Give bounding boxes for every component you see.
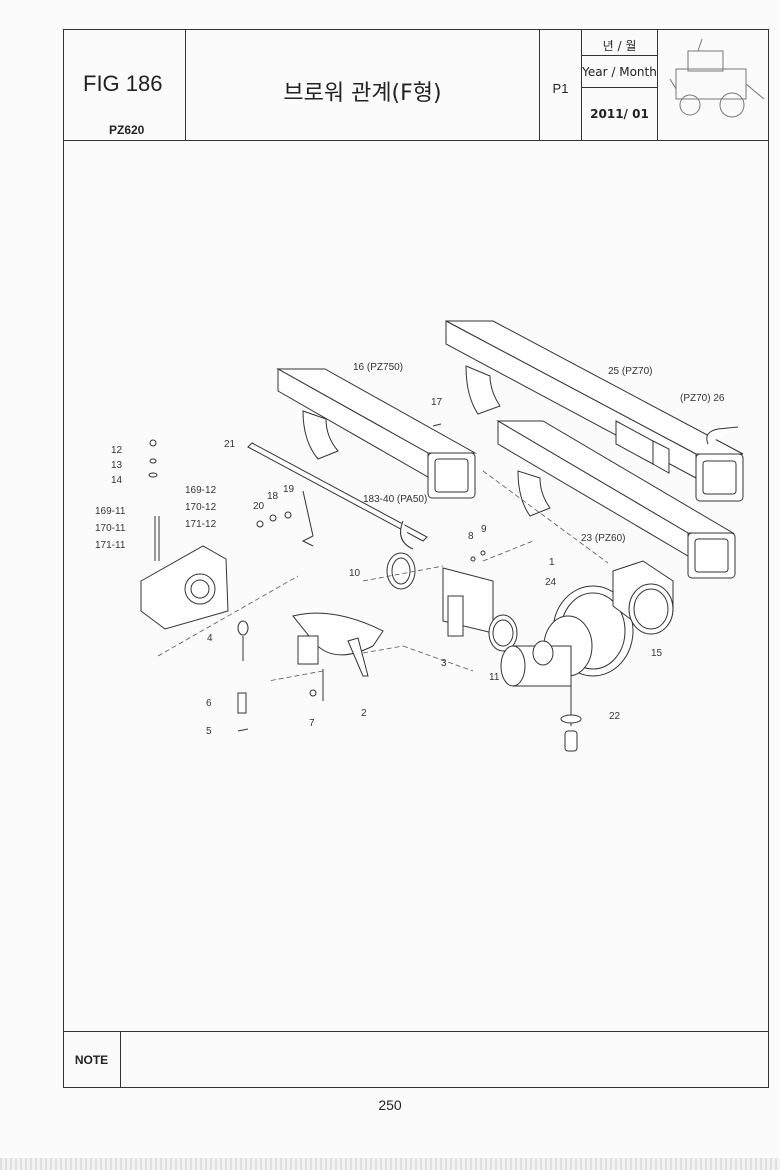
callout-170-12: 170-12 [185, 502, 217, 513]
exploded-parts-diagram: 16 (PZ750) 17 25 (PZ70) (PZ70) 26 21 12 … [63, 141, 769, 1031]
callout-24: 24 [545, 577, 557, 588]
callout-9: 9 [481, 524, 487, 535]
figure-number: FIG 186 [83, 71, 163, 96]
bolt-7 [309, 689, 317, 697]
page-label-cell: P1 [540, 29, 582, 140]
duct-16 [276, 368, 477, 499]
callout-1: 1 [549, 557, 555, 568]
page-label: P1 [552, 81, 569, 96]
clip-4 [237, 620, 249, 636]
callout-2: 2 [361, 708, 367, 719]
callout-17: 17 [431, 397, 443, 408]
callout-5: 5 [206, 726, 212, 737]
callout-19: 19 [283, 484, 295, 495]
fig-cell: FIG 186 PZ620 [63, 29, 186, 140]
callout-6: 6 [206, 698, 212, 709]
date-cell: 년 / 월 Year / Month 2011/ 01 [582, 29, 658, 140]
title-cell: 브로워 관계(F형) [186, 29, 540, 140]
callout-16: 16 (PZ750) [353, 362, 403, 373]
year-month-en: Year / Month [582, 65, 657, 79]
date-value: 2011/ 01 [590, 107, 649, 121]
callout-183-40: 183-40 (PA50) [363, 494, 427, 505]
fork-bracket [292, 612, 384, 701]
callout-170-11: 170-11 [95, 523, 126, 534]
callout-4: 4 [207, 633, 213, 644]
callout-11: 11 [489, 672, 500, 683]
callout-169-11: 169-11 [95, 506, 126, 517]
machine-thumbnail-cell [658, 29, 769, 140]
page-frame [63, 29, 769, 1088]
callout-171-12: 171-12 [185, 519, 217, 530]
bracket-rail [247, 442, 428, 550]
year-month-kr: 년 / 월 [602, 39, 637, 53]
callout-10: 10 [349, 568, 361, 579]
page-number: 250 [378, 1097, 402, 1113]
duct-23 [496, 420, 736, 579]
callout-26: (PZ70) 26 [680, 393, 725, 404]
callout-8: 8 [468, 531, 474, 542]
elbow-15 [612, 560, 674, 635]
note-label: NOTE [63, 1032, 121, 1088]
duct-25 [445, 320, 744, 502]
machine-thumbnail [669, 38, 765, 118]
callout-7: 7 [309, 718, 315, 729]
note-row: NOTE [63, 1031, 769, 1088]
bearing-housing [140, 439, 229, 630]
callout-25: 25 (PZ70) [608, 366, 652, 377]
bracket-3 [442, 567, 494, 637]
callout-3: 3 [441, 658, 447, 669]
bolt-6 [237, 692, 247, 714]
callout-21: 21 [224, 439, 236, 450]
callout-15: 15 [651, 648, 663, 659]
page-title: 브로워 관계(F형) [283, 81, 442, 106]
callout-23: 23 (PZ60) [581, 533, 625, 544]
pin-5 [237, 728, 249, 732]
callout-18: 18 [267, 491, 279, 502]
callout-12: 12 [111, 445, 123, 456]
callout-171-11: 171-11 [95, 540, 126, 551]
callout-13: 13 [111, 460, 123, 471]
callout-169-12: 169-12 [185, 485, 217, 496]
blower-24 [500, 585, 634, 752]
callout-20: 20 [253, 501, 265, 512]
scan-edge [0, 1158, 780, 1170]
model-code: PZ620 [109, 123, 145, 137]
header-block: FIG 186 PZ620 브로워 관계(F형) P1 년 / 월 Year /… [63, 29, 769, 141]
callout-22: 22 [609, 711, 621, 722]
callout-14: 14 [111, 475, 123, 486]
